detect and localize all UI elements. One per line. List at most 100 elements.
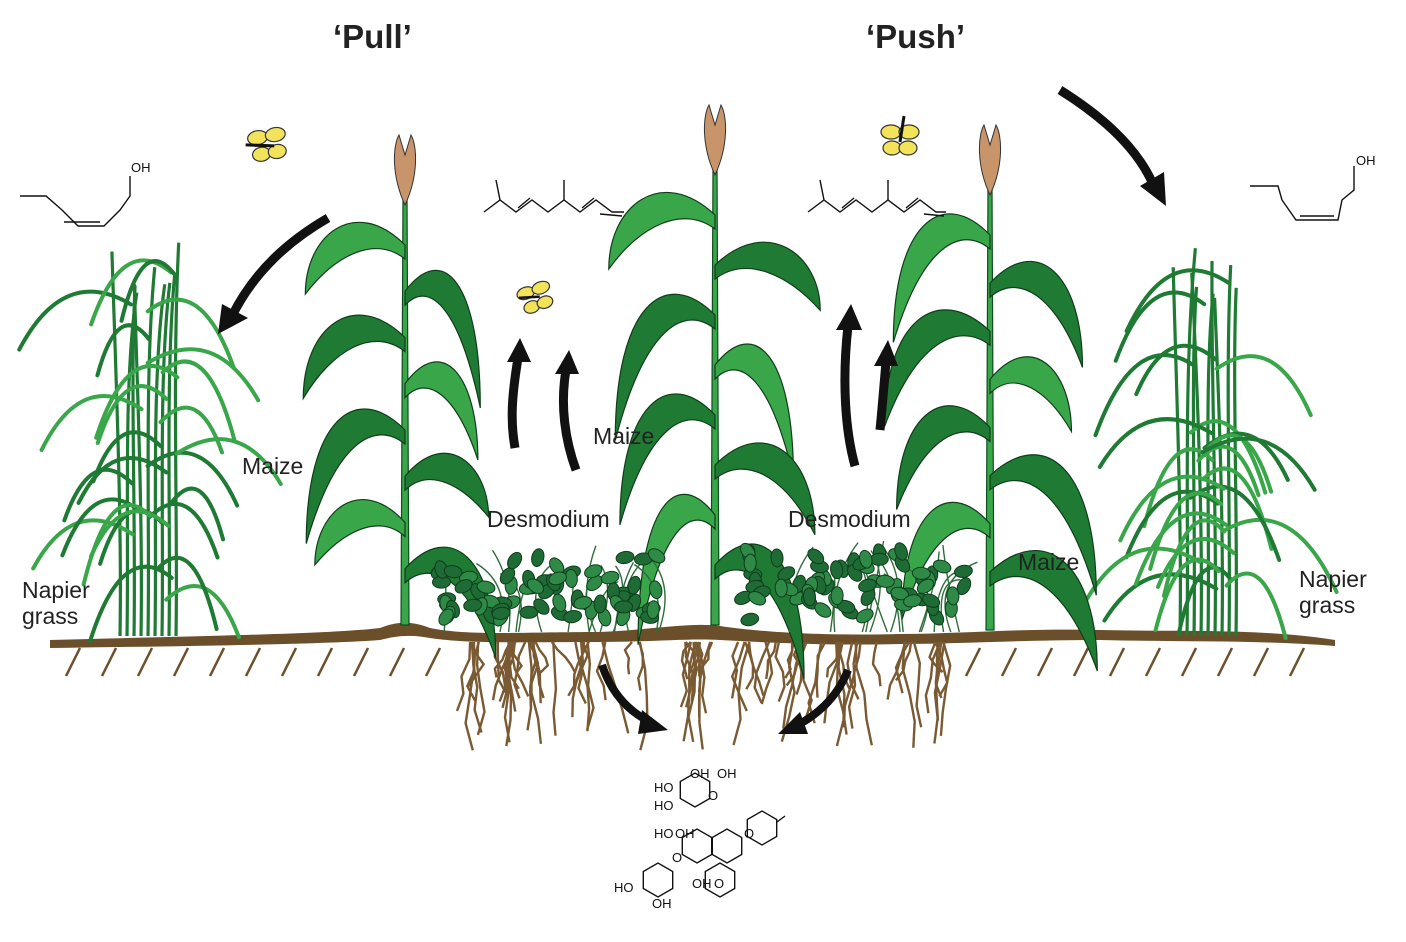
root-strand [493, 641, 512, 678]
moth-icon [516, 280, 554, 314]
root-strand [684, 641, 702, 708]
maize-label-right: Maize [1018, 549, 1080, 575]
root-strand [825, 641, 843, 678]
napier-label-line: grass [22, 603, 79, 629]
root-strand [901, 641, 916, 748]
arrow-icon [778, 668, 852, 734]
root-strand [835, 641, 846, 747]
root-strand [585, 641, 595, 731]
desmodium-label-right: Desmodium [788, 506, 911, 532]
root-mass [455, 641, 952, 751]
atom-label: HO [614, 880, 634, 895]
atom-label: OH [690, 766, 710, 781]
root-strand [760, 641, 774, 705]
hexenol-structure-left: OH [20, 160, 151, 227]
moth-icon [880, 115, 920, 156]
atom-label: O [744, 826, 754, 841]
hydroxyl-label: OH [1356, 153, 1376, 168]
napier-grass-label-left: Napier grass [22, 577, 90, 629]
root-strand [871, 641, 882, 687]
root-strand [815, 641, 827, 698]
root-strand [638, 641, 649, 751]
arrow-icon [836, 304, 862, 468]
root-strand [534, 641, 550, 674]
terpene-structure-left [483, 179, 624, 217]
root-strand [467, 641, 486, 688]
root-strand [696, 641, 704, 693]
atom-label: O [672, 850, 682, 865]
napier-label-line: Napier [22, 577, 90, 603]
terpene-structure-right [807, 179, 946, 217]
root-strand [912, 641, 923, 728]
soil-hatching [64, 647, 1306, 677]
root-strand [854, 641, 873, 746]
hydroxyl-label: OH [131, 160, 151, 175]
atom-label: HO [654, 826, 674, 841]
root-strand [730, 641, 748, 712]
arrow-icon [1057, 86, 1166, 206]
root-strand [924, 641, 942, 714]
root-strand [550, 641, 576, 673]
root-strand [552, 641, 558, 736]
arrow-icon [598, 663, 668, 734]
desmodium-left [430, 545, 666, 633]
root-strand [679, 641, 693, 708]
root-strand [765, 641, 777, 680]
desmodium-label-left: Desmodium [487, 506, 610, 532]
atom-label: O [714, 876, 724, 891]
root-strand [455, 641, 472, 712]
maize-plant-right [883, 123, 1098, 672]
napier-grass-left [17, 242, 283, 643]
desmodium-right [734, 540, 978, 633]
root-strand [732, 641, 751, 746]
root-strand [572, 641, 590, 686]
maize-label-left: Maize [242, 453, 304, 479]
atom-label: OH [675, 826, 695, 841]
root-strand [595, 641, 607, 701]
arrow-icon [218, 214, 331, 334]
root-strand [743, 641, 765, 696]
root-strand [894, 641, 913, 682]
root-strand [491, 641, 515, 701]
atom-label: HO [654, 798, 674, 813]
atom-label: OH [652, 896, 672, 911]
arrow-icon [555, 350, 581, 472]
arrow-icon [507, 338, 531, 449]
arrow-icon [874, 340, 898, 431]
napier-label-line: Napier [1299, 566, 1367, 592]
root-strand [847, 641, 859, 729]
root-strand [850, 641, 862, 700]
atom-label: OH [692, 876, 712, 891]
root-strand [506, 641, 517, 712]
moth-icon [245, 126, 287, 162]
atom-label: OH [717, 766, 737, 781]
pull-title: ‘Pull’ [333, 18, 412, 55]
soil-surface [50, 622, 1335, 648]
maize-label-center: Maize [593, 423, 655, 449]
root-strand [532, 641, 545, 699]
root-strand [934, 641, 949, 697]
root-strand [780, 641, 796, 742]
hexenol-structure-right: OH [1250, 153, 1376, 221]
root-strand [823, 641, 839, 724]
root-strand [623, 641, 633, 675]
napier-grass-label-right: Napier grass [1299, 566, 1367, 618]
root-strand [928, 641, 944, 673]
root-strand [939, 641, 952, 736]
root-strand [513, 641, 527, 699]
root-strand [730, 641, 740, 699]
napier-grass-right [1082, 248, 1339, 640]
atom-label: HO [654, 780, 674, 795]
push-title: ‘Push’ [866, 18, 966, 55]
atom-label: O [708, 788, 718, 803]
root-strand [464, 641, 476, 751]
root-strand [693, 641, 704, 750]
root-strand [886, 641, 907, 700]
napier-label-line: grass [1299, 592, 1356, 618]
root-strand [496, 642, 507, 694]
root-strand [501, 641, 516, 709]
root-strand [933, 641, 946, 744]
